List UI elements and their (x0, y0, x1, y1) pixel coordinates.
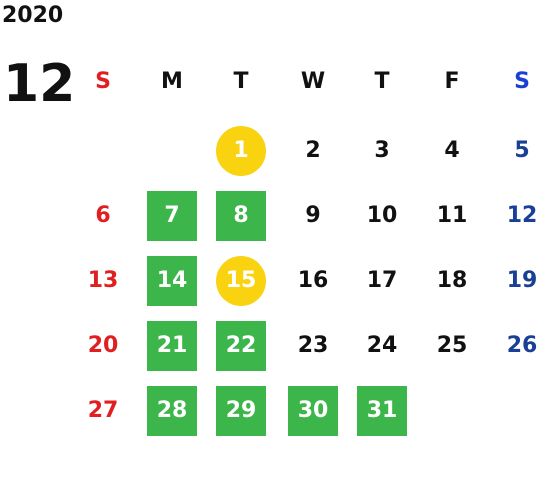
day-number: 21 (156, 333, 188, 358)
weekday-header: F (444, 69, 460, 94)
weekday-header: T (374, 69, 390, 94)
day-cell[interactable]: 28 (147, 386, 197, 436)
day-cell[interactable]: 29 (216, 386, 266, 436)
day-number: 31 (366, 398, 398, 423)
day-number: 10 (366, 203, 398, 228)
day-number: 24 (366, 333, 398, 358)
day-cell[interactable]: 11 (427, 191, 477, 241)
day-cell[interactable]: 12 (497, 191, 547, 241)
day-number: 6 (95, 203, 111, 228)
day-cell[interactable]: 10 (357, 191, 407, 241)
day-cell[interactable]: 2 (288, 126, 338, 176)
day-cell[interactable]: 15 (216, 256, 266, 306)
weekday-header: S (514, 69, 530, 94)
day-number: 14 (156, 268, 188, 293)
day-cell[interactable]: 23 (288, 321, 338, 371)
day-cell[interactable]: 14 (147, 256, 197, 306)
day-number: 18 (436, 268, 468, 293)
day-cell[interactable]: 9 (288, 191, 338, 241)
day-number: 11 (436, 203, 468, 228)
day-cell[interactable]: 1 (216, 126, 266, 176)
day-number: 13 (87, 268, 119, 293)
day-number: 26 (506, 333, 538, 358)
day-cell[interactable]: 27 (78, 386, 128, 436)
day-cell[interactable]: 21 (147, 321, 197, 371)
day-number: 30 (297, 398, 329, 423)
day-cell[interactable]: 16 (288, 256, 338, 306)
day-cell[interactable]: 13 (78, 256, 128, 306)
day-number: 7 (164, 203, 180, 228)
day-cell[interactable]: 8 (216, 191, 266, 241)
day-cell[interactable]: 20 (78, 321, 128, 371)
day-number: 3 (374, 138, 390, 163)
weekday-header: S (95, 69, 111, 94)
day-number: 16 (297, 268, 329, 293)
weekday-header: M (161, 69, 183, 94)
day-cell[interactable]: 17 (357, 256, 407, 306)
day-number: 20 (87, 333, 119, 358)
day-number: 19 (506, 268, 538, 293)
day-cell[interactable]: 22 (216, 321, 266, 371)
day-number: 17 (366, 268, 398, 293)
day-number: 29 (225, 398, 257, 423)
weekday-header: T (233, 69, 249, 94)
day-cell[interactable]: 6 (78, 191, 128, 241)
day-cell[interactable]: 18 (427, 256, 477, 306)
day-number: 27 (87, 398, 119, 423)
day-cell[interactable]: 4 (427, 126, 477, 176)
day-number: 9 (305, 203, 321, 228)
day-number: 1 (233, 138, 249, 163)
day-cell[interactable]: 5 (497, 126, 547, 176)
day-number: 22 (225, 333, 257, 358)
day-number: 15 (225, 268, 257, 293)
day-number: 28 (156, 398, 188, 423)
day-cell[interactable]: 26 (497, 321, 547, 371)
day-number: 8 (233, 203, 249, 228)
day-cell[interactable]: 19 (497, 256, 547, 306)
day-cell[interactable]: 7 (147, 191, 197, 241)
day-number: 2 (305, 138, 321, 163)
day-number: 5 (514, 138, 530, 163)
year-label: 2020 (2, 3, 64, 28)
day-cell[interactable]: 24 (357, 321, 407, 371)
day-cell[interactable]: 31 (357, 386, 407, 436)
day-number: 4 (444, 138, 460, 163)
weekday-header: W (300, 69, 326, 94)
month-number: 12 (3, 54, 76, 114)
day-number: 25 (436, 333, 468, 358)
day-cell[interactable]: 25 (427, 321, 477, 371)
day-number: 23 (297, 333, 329, 358)
day-cell[interactable]: 30 (288, 386, 338, 436)
day-cell[interactable]: 3 (357, 126, 407, 176)
day-number: 12 (506, 203, 538, 228)
